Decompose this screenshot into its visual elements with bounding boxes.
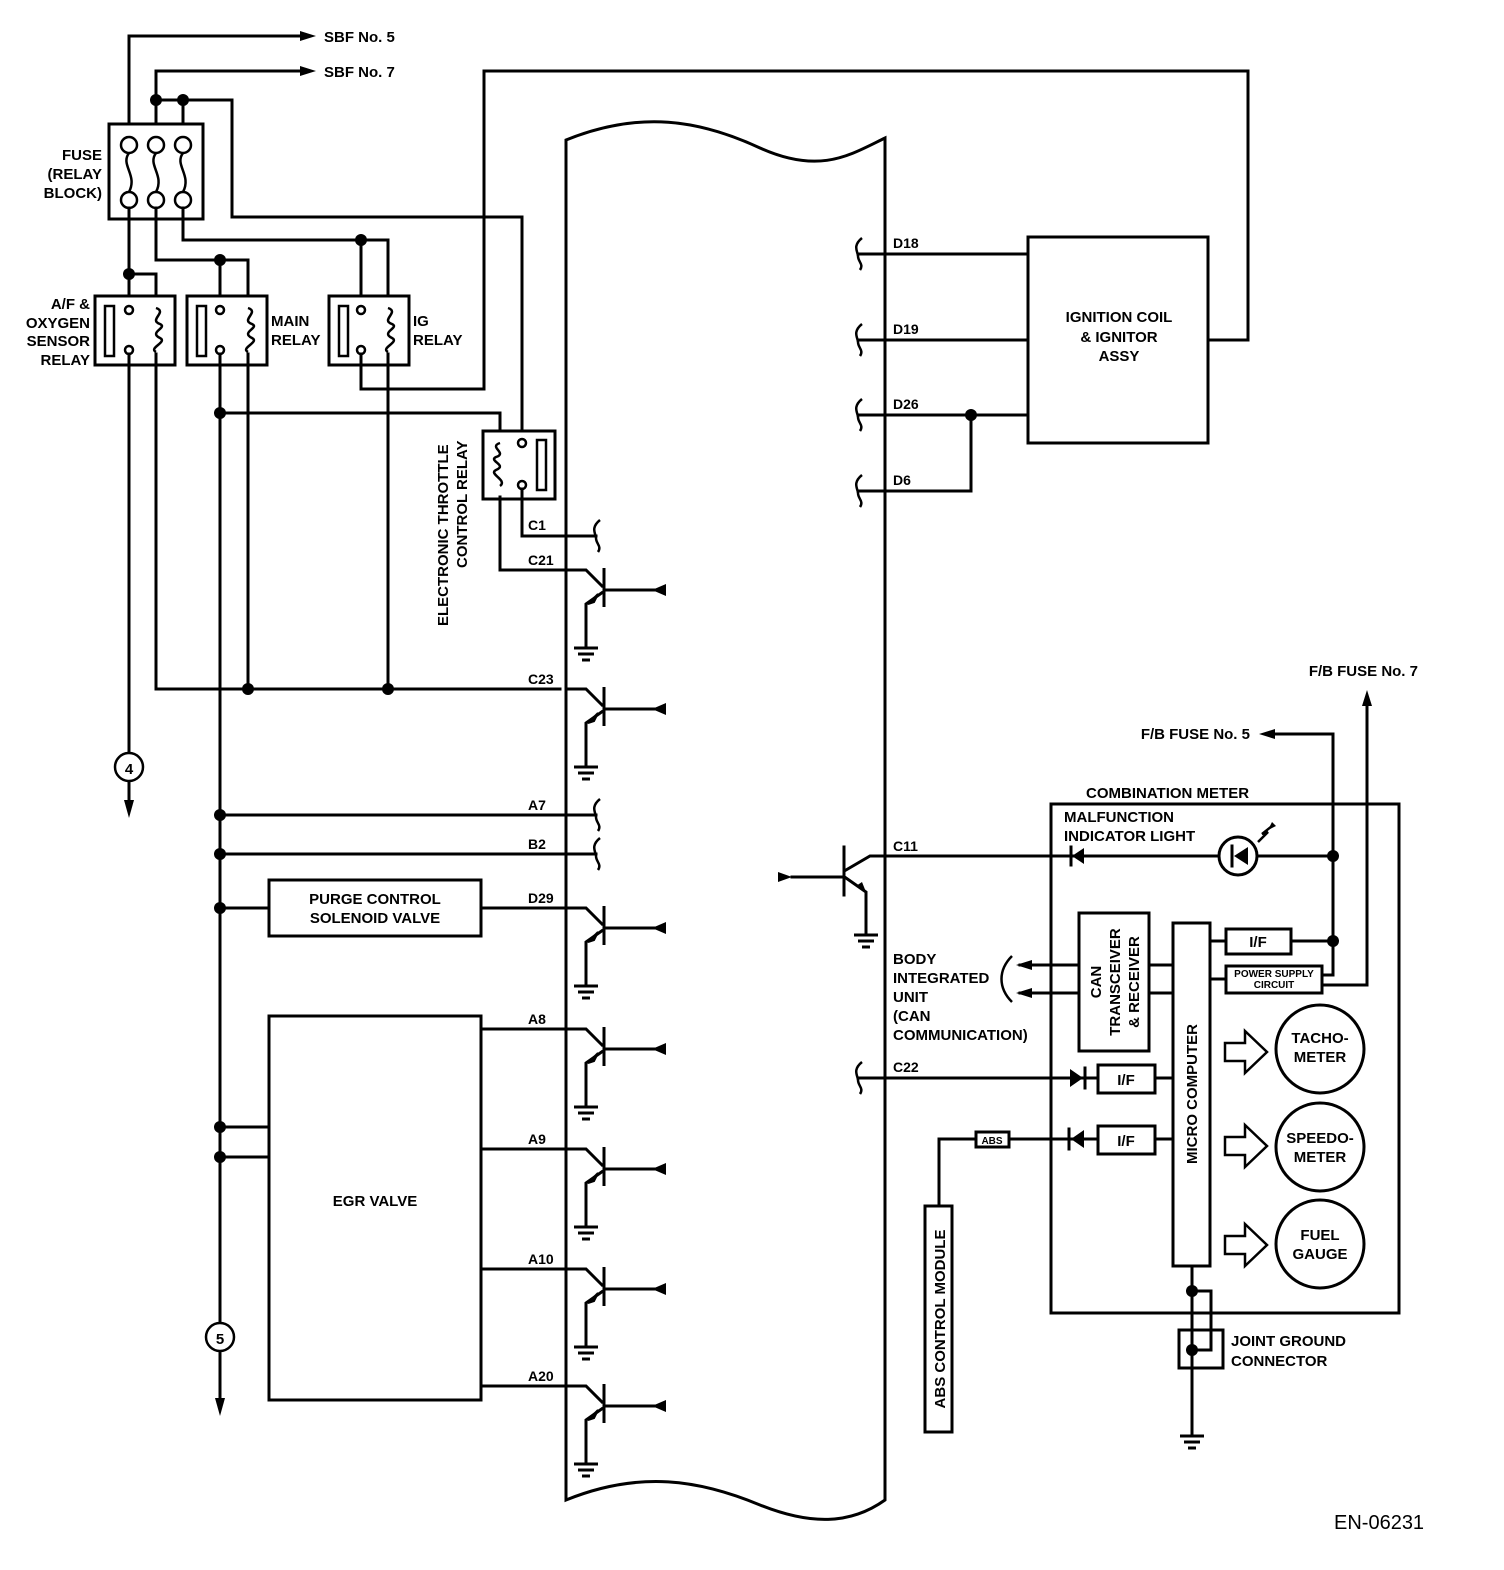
af-relay-label-4: RELAY bbox=[41, 352, 90, 369]
ignition-label-1: IGNITION COIL bbox=[1066, 309, 1173, 326]
purge-label-2: SOLENOID VALVE bbox=[310, 910, 440, 927]
fuel-label-2: GAUGE bbox=[1292, 1246, 1347, 1263]
ignition-coil-ignitor-assy bbox=[1026, 235, 1210, 445]
af-relay-label-3: SENSOR bbox=[27, 333, 91, 350]
output-arrow-tacho-icon bbox=[1223, 1028, 1269, 1076]
connector-4: 4 bbox=[125, 761, 134, 778]
fuse-label-2: (RELAY bbox=[48, 166, 102, 183]
micro-computer-label: MICRO COMPUTER bbox=[1184, 1024, 1201, 1164]
output-arrow-fuel-icon bbox=[1223, 1221, 1269, 1269]
egr-label: EGR VALVE bbox=[333, 1193, 417, 1210]
etc-relay-label-2: CONTROL RELAY bbox=[454, 440, 471, 568]
mil-label-2: INDICATOR LIGHT bbox=[1064, 828, 1195, 845]
pin-d18: D18 bbox=[893, 235, 919, 251]
pin-a20: A20 bbox=[528, 1368, 554, 1384]
connector-5: 5 bbox=[216, 1331, 224, 1348]
fuse-label-3: BLOCK) bbox=[44, 185, 102, 202]
ignition-label-3: ASSY bbox=[1099, 348, 1140, 365]
af-oxygen-relay bbox=[93, 294, 177, 367]
speedo-label-2: METER bbox=[1294, 1149, 1347, 1166]
body-unit-label-3: UNIT bbox=[893, 989, 928, 1006]
main-relay bbox=[185, 294, 269, 367]
pin-c21: C21 bbox=[528, 552, 554, 568]
pin-b2: B2 bbox=[528, 836, 546, 852]
af-relay-label-2: OXYGEN bbox=[26, 315, 90, 332]
tacho-label-1: TACHO- bbox=[1291, 1030, 1348, 1047]
if-box-abs bbox=[1096, 1124, 1157, 1156]
abs-module-label: ABS CONTROL MODULE bbox=[932, 1230, 949, 1409]
joint-ground-label-1: JOINT GROUND bbox=[1231, 1333, 1346, 1350]
mil-label-1: MALFUNCTION bbox=[1064, 809, 1174, 826]
if-label-c22: I/F bbox=[1117, 1072, 1135, 1089]
sbf7-label: SBF No. 7 bbox=[324, 64, 395, 81]
malfunction-indicator-light-icon bbox=[1217, 822, 1276, 877]
abs-tag-label: ABS bbox=[981, 1136, 1002, 1147]
power-supply-label-2: CIRCUIT bbox=[1254, 980, 1295, 991]
sbf5-label: SBF No. 5 bbox=[324, 29, 395, 46]
pin-a10: A10 bbox=[528, 1251, 554, 1267]
tachometer-gauge bbox=[1274, 1003, 1366, 1095]
main-relay-label-2: RELAY bbox=[271, 332, 320, 349]
main-relay-label-1: MAIN bbox=[271, 313, 309, 330]
pin-a8: A8 bbox=[528, 1011, 546, 1027]
combination-meter bbox=[1049, 802, 1401, 1315]
ignition-label-2: & IGNITOR bbox=[1080, 329, 1157, 346]
etc-relay-label-1: ELECTRONIC THROTTLE bbox=[435, 444, 452, 626]
speedometer-gauge bbox=[1274, 1101, 1366, 1193]
can-label-3: & RECEIVER bbox=[1126, 936, 1143, 1028]
can-transceiver-receiver bbox=[1077, 911, 1151, 1053]
ig-relay bbox=[327, 294, 411, 367]
purge-control-solenoid-valve bbox=[267, 878, 483, 938]
fuse-label-1: FUSE bbox=[62, 147, 102, 164]
joint-ground-connector bbox=[1177, 1328, 1225, 1370]
fuel-label-1: FUEL bbox=[1300, 1227, 1339, 1244]
body-unit-label-2: INTEGRATED bbox=[893, 970, 990, 987]
pin-c23: C23 bbox=[528, 671, 554, 687]
egr-valve bbox=[267, 1014, 483, 1402]
pin-d19: D19 bbox=[893, 321, 919, 337]
combination-meter-label: COMBINATION METER bbox=[1086, 785, 1249, 802]
output-arrow-speedo-icon bbox=[1223, 1122, 1269, 1170]
pin-a9: A9 bbox=[528, 1131, 546, 1147]
micro-computer bbox=[1171, 921, 1212, 1268]
pin-c11: C11 bbox=[893, 838, 918, 854]
joint-ground-label-2: CONNECTOR bbox=[1231, 1353, 1328, 1370]
ig-relay-label-1: IG bbox=[413, 313, 429, 330]
if-label-abs: I/F bbox=[1117, 1133, 1135, 1150]
abs-control-module bbox=[923, 1204, 954, 1434]
fb-fuse5-label: F/B FUSE No. 5 bbox=[1141, 726, 1250, 743]
ecm-outline bbox=[564, 120, 887, 1521]
pin-c22: C22 bbox=[893, 1059, 919, 1075]
fuel-gauge bbox=[1274, 1198, 1366, 1290]
pin-a7: A7 bbox=[528, 797, 546, 813]
speedo-label-1: SPEEDO- bbox=[1286, 1130, 1354, 1147]
body-unit-label-1: BODY bbox=[893, 951, 936, 968]
pin-c1: C1 bbox=[528, 517, 546, 533]
af-relay-label-1: A/F & bbox=[51, 296, 90, 313]
if-box-c22 bbox=[1096, 1063, 1157, 1095]
can-label-1: CAN bbox=[1088, 966, 1105, 999]
etc-relay bbox=[481, 429, 557, 501]
purge-label-1: PURGE CONTROL bbox=[309, 891, 441, 908]
body-unit-label-4: (CAN bbox=[893, 1008, 931, 1025]
power-supply-circuit bbox=[1224, 964, 1324, 995]
fb-fuse7-label: F/B FUSE No. 7 bbox=[1309, 663, 1418, 680]
body-unit-label-5: COMMUNICATION) bbox=[893, 1027, 1028, 1044]
ig-relay-label-2: RELAY bbox=[413, 332, 462, 349]
pin-d6: D6 bbox=[893, 472, 911, 488]
if-label-top: I/F bbox=[1249, 934, 1267, 951]
tacho-label-2: METER bbox=[1294, 1049, 1347, 1066]
pin-d26: D26 bbox=[893, 396, 919, 412]
can-label-2: TRANSCEIVER bbox=[1107, 928, 1124, 1036]
pin-d29: D29 bbox=[528, 890, 554, 906]
power-supply-label-1: POWER SUPPLY bbox=[1234, 969, 1314, 980]
figure-id: EN-06231 bbox=[1334, 1512, 1424, 1534]
